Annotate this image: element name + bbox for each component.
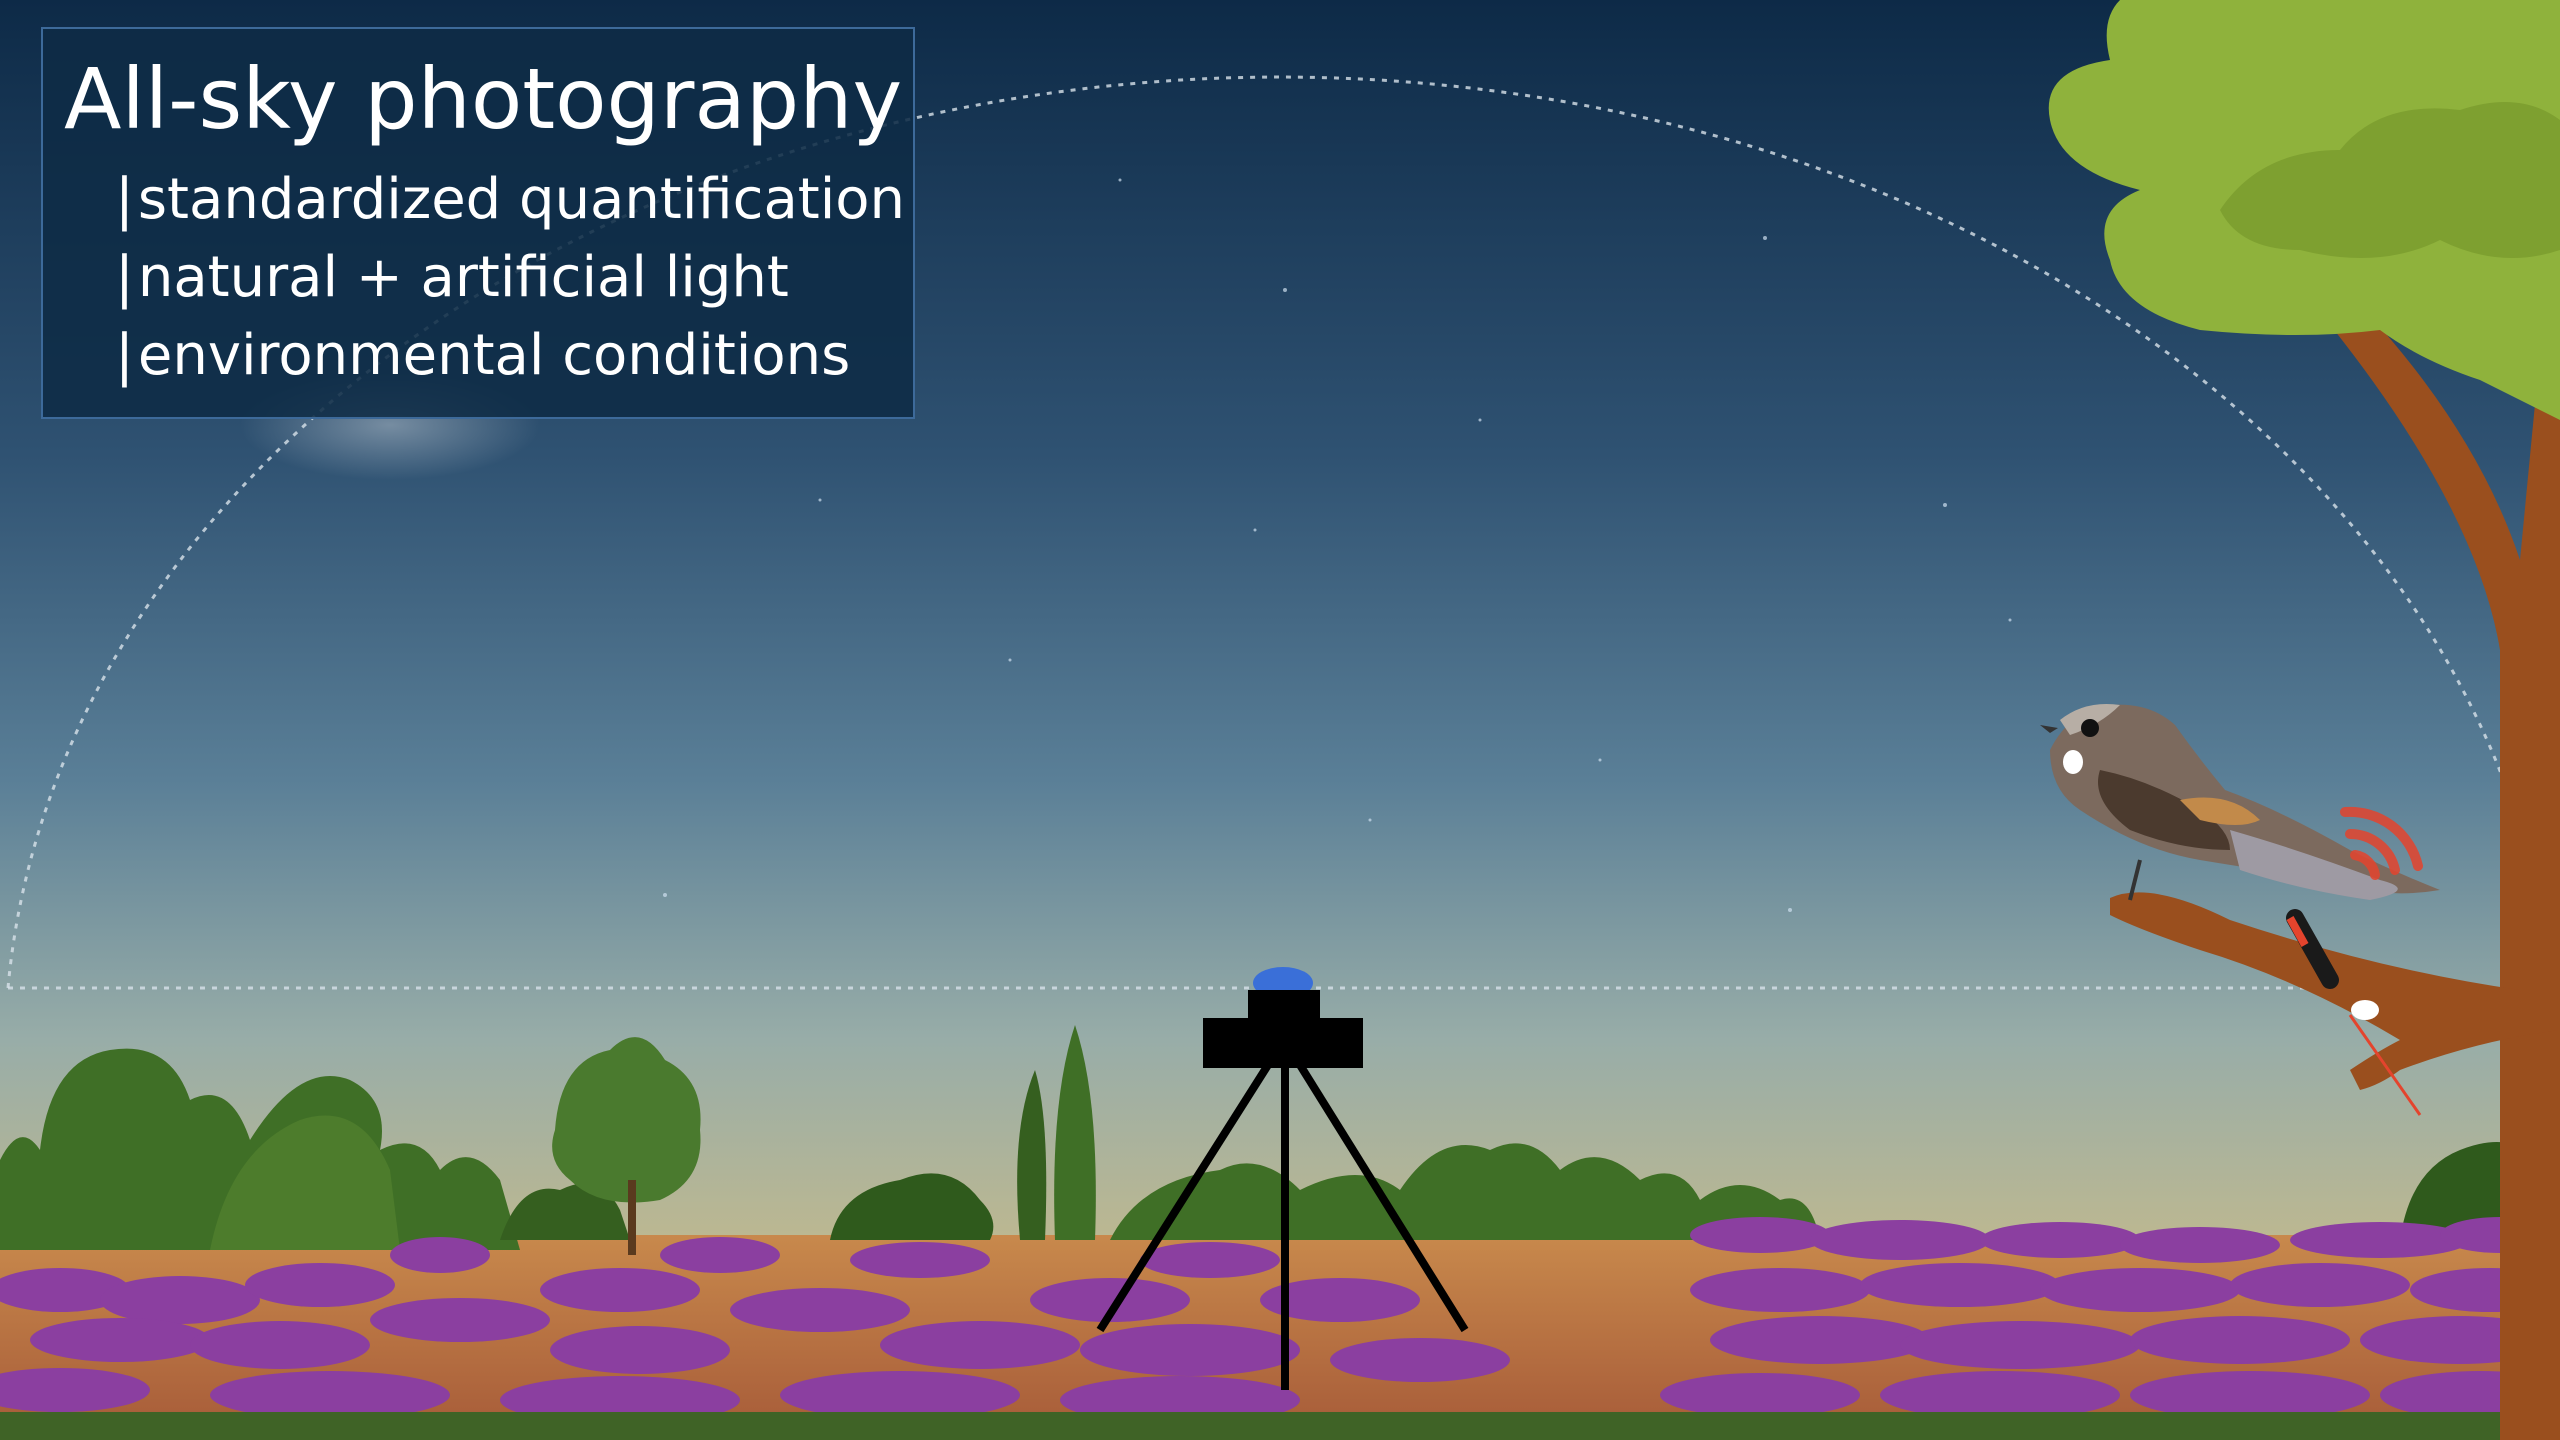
bullet-text: standardized quantification [137,167,906,232]
bullet-marker: | [115,167,134,232]
bullet-marker: | [115,245,134,310]
bullet-item: |environmental conditions [115,317,905,395]
bullet-text: natural + artificial light [137,245,789,310]
sky-dome-outline [6,75,2554,989]
title-panel: All-sky photography |standardized quanti… [41,27,915,419]
bullet-text: environmental conditions [137,323,851,388]
tree [2048,0,2560,1440]
bullet-item: |natural + artificial light [115,239,905,317]
all-sky-camera-icon [1096,967,1469,1390]
slide-title: All-sky photography [64,50,903,148]
bullet-list: |standardized quantification |natural + … [115,161,905,395]
bullet-marker: | [115,323,134,388]
nightjar-bird-icon [2040,704,2440,901]
grass-strip [0,1412,2560,1440]
bullet-item: |standardized quantification [115,161,905,239]
wireless-signal-icon [2340,806,2423,880]
background-bushes [0,1025,2560,1255]
radio-transmitter-icon [2286,909,2422,1116]
